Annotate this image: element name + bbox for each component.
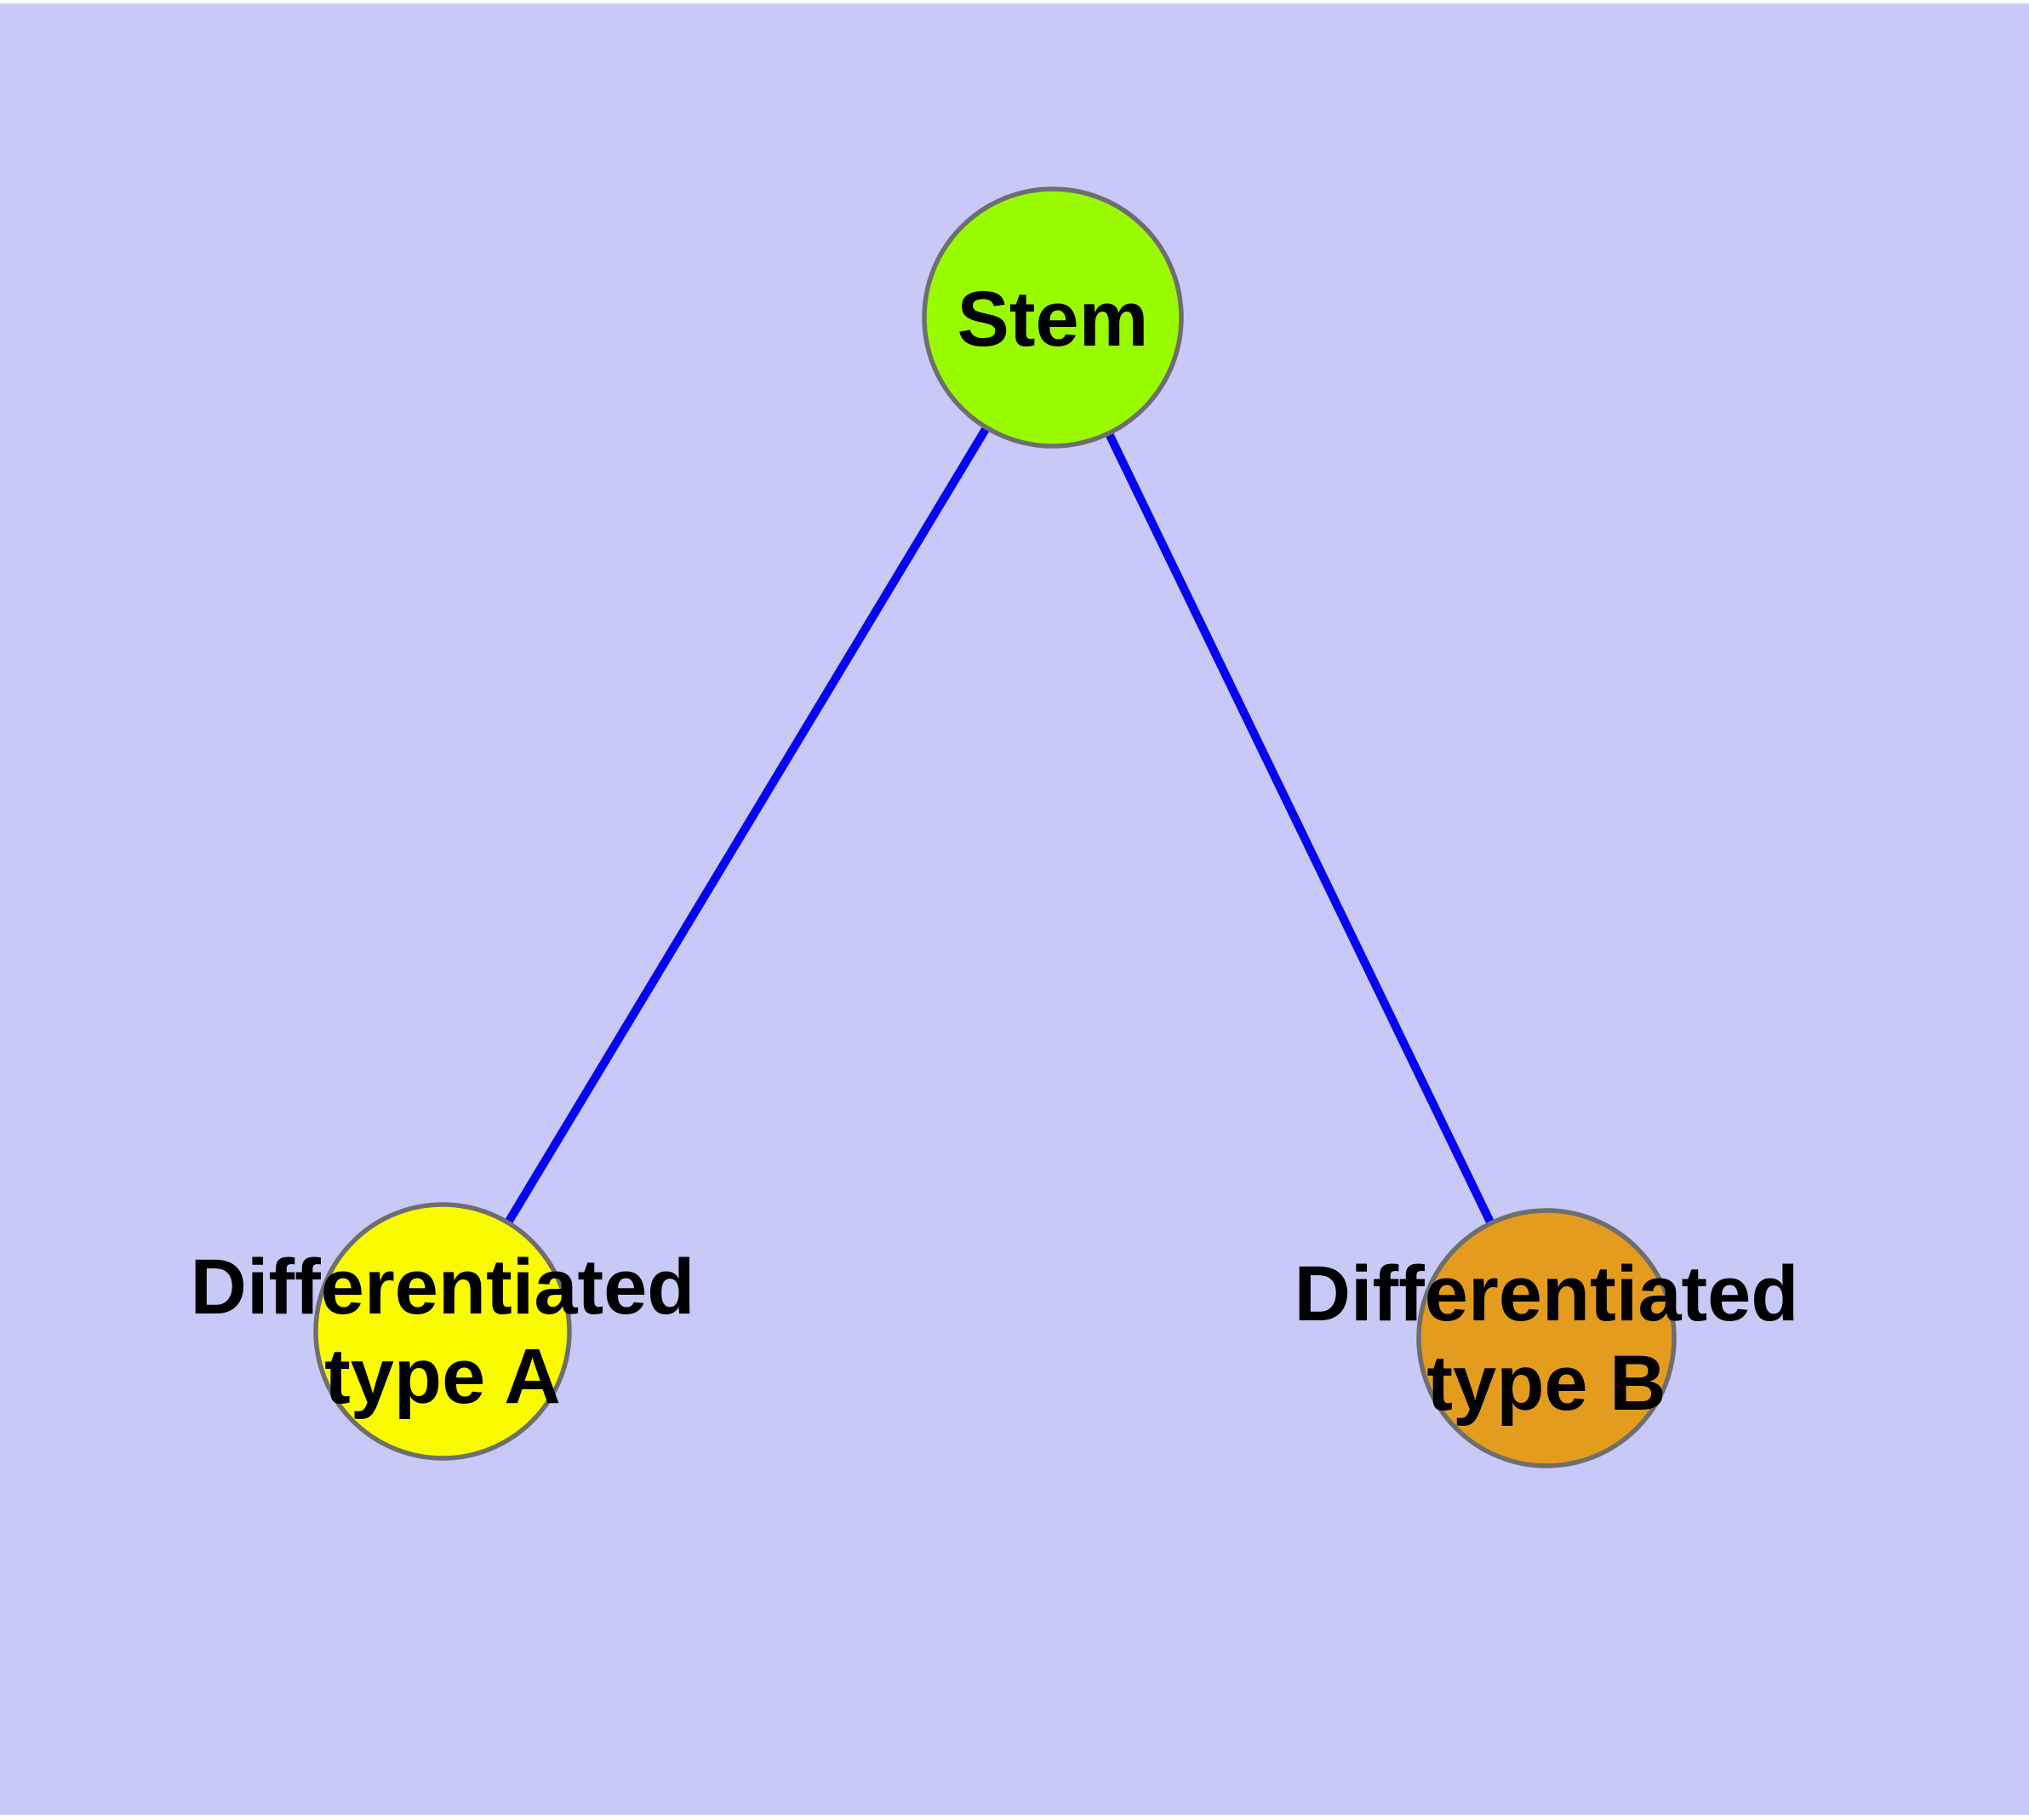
- node-type-b-label-line1: Differentiated: [1295, 1251, 1799, 1337]
- edge-stem-to-type-b: [1049, 315, 1551, 1341]
- node-type-a-label-line2: type A: [324, 1333, 561, 1420]
- node-type-b-label-line2: type B: [1426, 1340, 1666, 1427]
- node-differentiated-type-b: [1416, 1208, 1677, 1468]
- node-stem: [922, 186, 1184, 449]
- node-stem-label: Stem: [957, 276, 1149, 363]
- node-differentiated-type-a: [313, 1202, 572, 1461]
- node-type-a-label-line1: Differentiated: [191, 1244, 695, 1331]
- edge-stem-to-type-a: [438, 315, 1057, 1334]
